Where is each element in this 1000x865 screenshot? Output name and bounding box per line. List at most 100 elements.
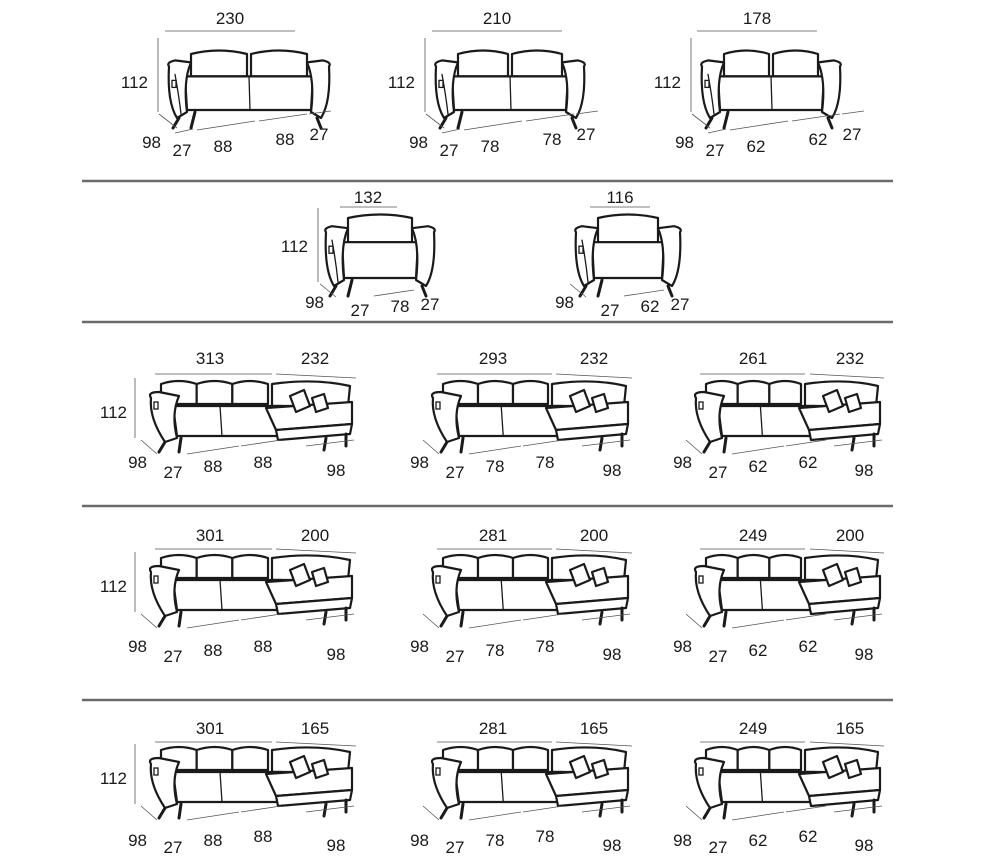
seat-line (785, 439, 827, 447)
arm-left-label: 27 (709, 463, 728, 482)
width-label: 301 (196, 719, 224, 738)
corner-sofa-drawing (148, 745, 354, 820)
back-cushion (249, 49, 309, 78)
return-depth-line (833, 439, 883, 447)
left-arm (148, 390, 181, 444)
depth-line (569, 283, 587, 298)
leg (459, 436, 465, 454)
left-arm (148, 564, 181, 618)
depth-label: 98 (410, 453, 429, 472)
recliner-button-icon (153, 767, 159, 776)
pillow (288, 562, 312, 588)
seat-label: 62 (749, 831, 768, 850)
sofa-drawing (167, 49, 331, 130)
arm-seam (331, 239, 339, 283)
recliner-button-icon (435, 767, 441, 776)
left-arm (430, 390, 463, 444)
depth-line (140, 613, 158, 629)
armchair-drawing (574, 213, 682, 298)
pillow (288, 754, 312, 780)
leg (702, 614, 712, 628)
right-arm (816, 59, 842, 120)
arm-left-label: 27 (173, 141, 192, 160)
leg (346, 278, 354, 298)
leg (596, 278, 604, 298)
corner-sofa-drawing (148, 379, 354, 454)
return-depth-line (305, 439, 355, 447)
seat-divider (759, 579, 764, 611)
arm-line (308, 110, 332, 115)
seat-line (525, 113, 575, 122)
recliner-button-icon (171, 79, 177, 89)
seat-label: 78 (481, 137, 500, 156)
left-arm (430, 756, 463, 810)
seat-label: 78 (486, 457, 505, 476)
corner-sofa-drawing (693, 745, 882, 820)
back-cushion (231, 745, 270, 772)
arm-left-label: 27 (164, 647, 183, 666)
back-cushion (511, 745, 550, 772)
return-depth-label: 98 (855, 645, 874, 664)
seat-line (785, 805, 827, 813)
seat-line (731, 811, 785, 821)
seat-label: 88 (204, 641, 223, 660)
leg (157, 806, 167, 820)
back-cushion (189, 49, 249, 78)
height-label: 112 (654, 73, 681, 92)
leg (456, 110, 464, 130)
depth-line (422, 439, 440, 455)
return-width-line (275, 741, 357, 747)
seat-line (196, 120, 256, 131)
return-depth-line (833, 805, 883, 813)
seat-line (623, 289, 665, 297)
recliner-button-icon (435, 401, 441, 410)
leg (704, 116, 714, 130)
arm-left-label: 27 (709, 838, 728, 857)
recliner-button-icon (698, 575, 704, 584)
leg (722, 436, 728, 454)
back-cushion (736, 553, 771, 580)
seat-line (731, 445, 785, 455)
return-width-label: 232 (580, 349, 608, 368)
left-arm (430, 564, 463, 618)
pillow (843, 566, 863, 588)
depth-label: 98 (555, 293, 574, 312)
seat-label: 88 (204, 831, 223, 850)
return-depth-label: 98 (855, 461, 874, 480)
return-depth-line (833, 613, 883, 621)
width-label: 281 (479, 719, 507, 738)
recliner-button-icon (435, 575, 441, 584)
depth-line (319, 283, 337, 298)
seat-label: 78 (536, 827, 555, 846)
left-arm (148, 756, 181, 810)
seat-line (373, 289, 415, 297)
arm-left-label: 27 (601, 301, 620, 320)
seat-line (731, 619, 785, 629)
back-cushion (768, 553, 803, 580)
arm-right-label: 27 (310, 125, 329, 144)
arm-line (575, 110, 599, 115)
back-cushion (231, 553, 270, 580)
left-arm (167, 59, 193, 120)
leg (438, 116, 448, 130)
chaise-front (807, 596, 882, 616)
back-cushion (195, 379, 234, 406)
right-arm (656, 225, 682, 288)
seat-front (340, 241, 420, 280)
pillow (590, 566, 610, 588)
arm-right-label: 27 (577, 125, 596, 144)
return-depth-label: 98 (603, 836, 622, 855)
seat-label: 62 (747, 137, 766, 156)
seat-line (468, 811, 522, 821)
arm-left-label: 27 (709, 647, 728, 666)
back-cushion (476, 379, 515, 406)
leg (722, 610, 728, 628)
corner-sofa-drawing (693, 553, 882, 628)
back-cushion (346, 213, 414, 244)
pillow (310, 758, 330, 780)
row-separators (82, 179, 893, 702)
